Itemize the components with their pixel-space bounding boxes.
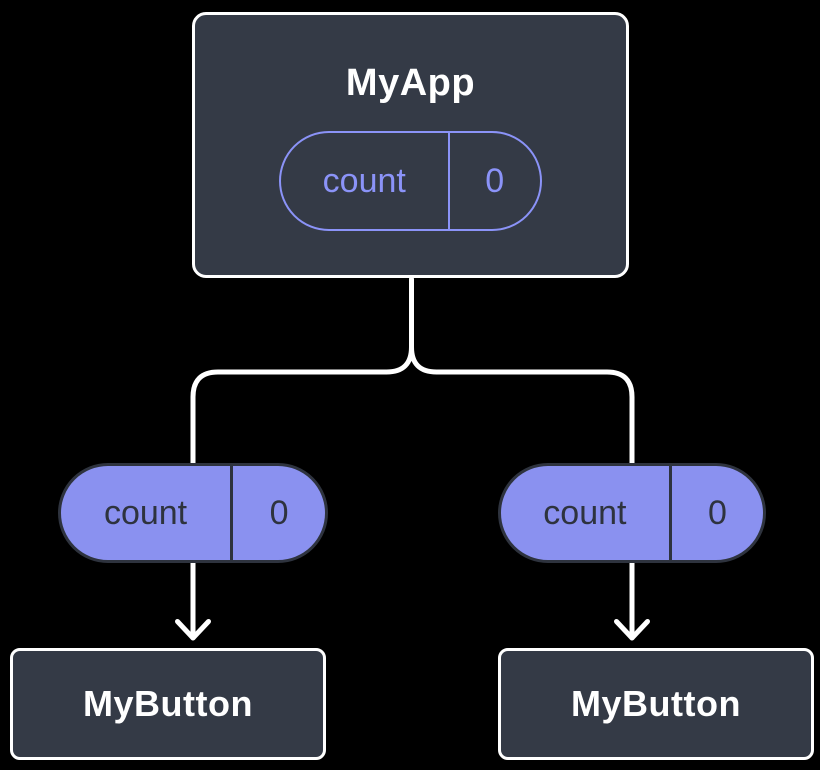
node-myapp-title: MyApp <box>345 62 476 104</box>
node-mybutton-title: MyButton <box>571 683 741 725</box>
state-value-label: 0 <box>447 132 541 229</box>
prop-name-label: count <box>103 494 188 532</box>
node-mybutton-right: MyButton <box>498 648 814 760</box>
arrowhead-right-icon <box>614 619 650 641</box>
connector-branch-right <box>409 344 635 639</box>
prop-name-label: count <box>543 494 627 532</box>
prop-value-label: 0 <box>230 466 325 560</box>
arrowhead-left-icon <box>175 619 211 641</box>
prop-value-label: 0 <box>668 466 763 560</box>
prop-pill-right: count 0 <box>498 463 766 563</box>
node-myapp: MyApp count 0 <box>192 12 629 278</box>
node-mybutton-title: MyButton <box>83 683 253 725</box>
connector-branch-left <box>190 276 414 639</box>
state-name-label: count <box>322 161 406 200</box>
node-mybutton-left: MyButton <box>10 648 326 760</box>
state-pill-myapp: count 0 <box>279 130 542 231</box>
prop-pill-left: count 0 <box>58 463 328 563</box>
